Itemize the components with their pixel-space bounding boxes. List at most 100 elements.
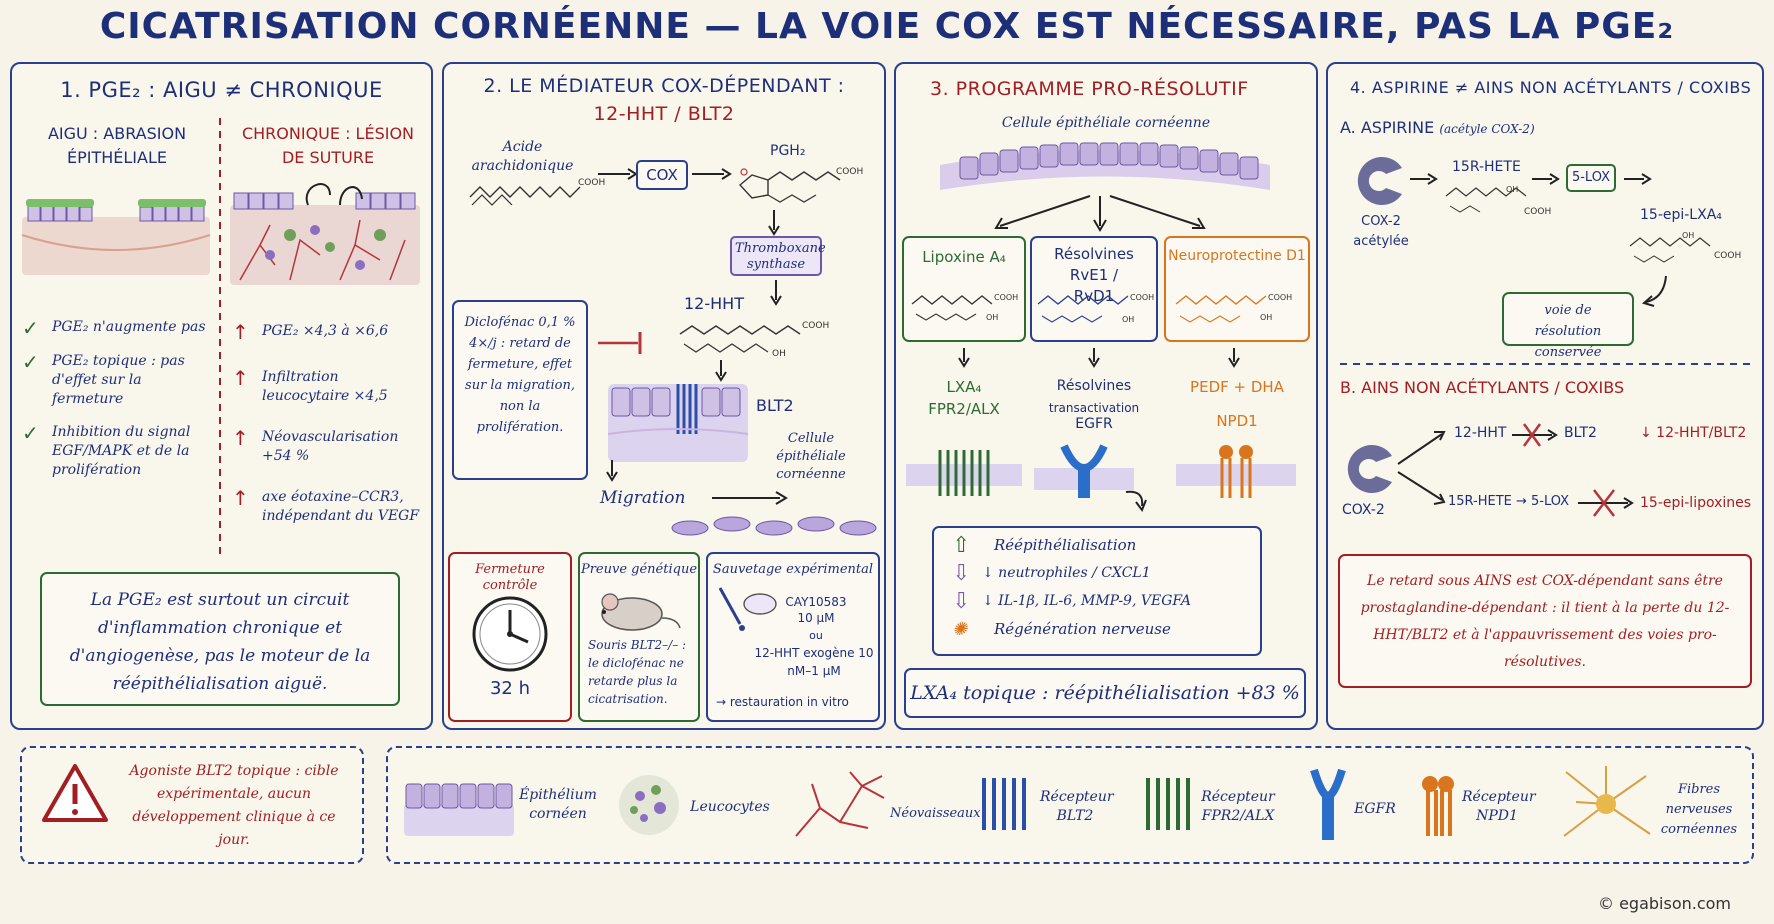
arrow-up-icon: ↑ — [232, 320, 249, 344]
12hht-label: 12-HHT — [684, 294, 744, 313]
b-title: B. AINS NON ACÉTYLANTS / COXIBS — [1340, 378, 1625, 397]
warning-text: Agoniste BLT2 topique : cible expériment… — [129, 763, 339, 848]
svg-text:COOH: COOH — [578, 178, 605, 188]
arrow-cox2-to-hete — [1410, 173, 1438, 185]
a-subtitle: (acétyle COX-2) — [1439, 122, 1535, 136]
svg-text:COOH: COOH — [1714, 251, 1741, 261]
branch-arrows-b — [1397, 431, 1446, 505]
blocked-arrow-blt2 — [1512, 423, 1558, 447]
svg-text:COOH: COOH — [836, 167, 863, 177]
effect-item: ⇩↓ IL-1β, IL-6, MMP-9, VEGFA — [952, 589, 1191, 614]
svg-text:OH: OH — [772, 349, 786, 359]
arrow-to-cox — [598, 168, 638, 180]
nerve-icon: ✺ — [952, 619, 968, 640]
arrow-up-icon: ↑ — [232, 486, 249, 510]
rescue-title: Sauvetage expérimental — [712, 562, 874, 577]
branch-arrows — [994, 195, 1206, 232]
legend-blt2: Récepteur BLT2 — [1040, 789, 1114, 824]
arrow-to-thromboxane — [768, 210, 780, 236]
pgh2-label: PGH₂ — [770, 143, 806, 159]
separator-dashed — [1340, 363, 1750, 365]
lxa4-label: LXA₄ — [946, 378, 982, 396]
svg-text:OH: OH — [1122, 315, 1134, 324]
arrow-resolvins — [1088, 348, 1100, 368]
legend-egfr-icon — [1310, 768, 1346, 840]
blt2-label: BLT2 — [756, 396, 794, 415]
inhibition-icon — [598, 332, 642, 354]
lox-box: 5-LOX — [1566, 164, 1616, 192]
acute-abrasion-illustration — [21, 199, 211, 275]
effects-box — [932, 526, 1262, 656]
migration-arrow — [712, 491, 788, 505]
arrow-to-blt2 — [715, 360, 727, 382]
closure-value: 32 h — [489, 678, 531, 699]
effect-item: ✺Régénération nerveuse — [952, 619, 1171, 640]
npd1-label: NPD1 — [1216, 412, 1258, 430]
legend-neovessels: Néovaisseaux — [890, 806, 981, 821]
arrow-up-icon: ↑ — [232, 426, 249, 450]
page-title: CICATRISATION CORNÉENNE — LA VOIE COX ES… — [99, 6, 1675, 47]
acute-list: ✓PGE₂ n'augmente pas ✓PGE₂ topique : pas… — [22, 318, 212, 480]
cox2-acetyl-label: COX-2 acétylée — [1353, 214, 1409, 249]
epithelium-illustration — [940, 142, 1270, 190]
cox2-label: COX-2 — [1342, 502, 1385, 518]
resolvins-box — [1030, 236, 1158, 342]
panel4-conclusion: Le retard sous AINS est COX-dépendant sa… — [1338, 554, 1752, 688]
panel1-title: 1. PGE₂ : AIGU ≠ CHRONIQUE — [60, 78, 383, 102]
svg-text:COOH: COOH — [802, 321, 829, 331]
acute-item: ✓PGE₂ topique : pas d'effet sur la ferme… — [22, 350, 185, 407]
divider-dashed — [219, 118, 221, 558]
blocked-arrow-lipoxins — [1578, 489, 1634, 517]
epi-lxa4-label: 15-epi-LXA₄ — [1640, 207, 1722, 223]
cornea-cell-label: Cellule épithéliale cornéenne — [1001, 115, 1211, 131]
panel2-title-line1: 2. LE MÉDIATEUR COX-DÉPENDANT : — [483, 75, 845, 97]
legend-epithelium-icon — [404, 783, 514, 836]
arrow-lxa4 — [958, 348, 970, 368]
resolvins-label: Résolvines RvE1 / RvD1 — [1054, 245, 1134, 305]
rescue-or: ou — [809, 629, 823, 642]
rescue-box — [706, 552, 880, 722]
legend-npd1: Récepteur NPD1 — [1462, 789, 1536, 824]
hete-label: 15R-HETE — [1452, 159, 1521, 175]
hete-lox-label: 15R-HETE → 5-LOX — [1448, 494, 1570, 509]
clock-icon — [472, 596, 548, 672]
rescue-result: → restauration in vitro — [716, 695, 849, 709]
chronic-suture-illustration — [230, 183, 420, 285]
chronic-item: ↑PGE₂ ×4,3 à ×6,6 — [232, 320, 389, 344]
effect-item: ⇧Réépithélialisation — [952, 533, 1137, 558]
legend-leukocytes: Leucocytes — [690, 799, 770, 815]
b-hht-label: 12-HHT — [1454, 425, 1507, 441]
acute-label: AIGU : ABRASION ÉPITHÉLIALE — [47, 124, 187, 167]
chronic-item: ↑Infiltration leucocytaire ×4,5 — [232, 366, 388, 404]
npd-label: Neuroprotectine D1 — [1168, 248, 1306, 264]
svg-text:OH: OH — [986, 313, 998, 322]
a-title-text: A. ASPIRINE — [1340, 118, 1435, 137]
pipette-dish-icon — [718, 587, 777, 631]
closure-title: Fermeture contrôle — [475, 562, 545, 593]
legend-epithelium: Épithélium cornéen — [519, 787, 597, 822]
check-icon: ✓ — [22, 316, 39, 340]
legend-neovessel-icon — [795, 771, 885, 837]
egfr-label: EGFR — [1075, 416, 1113, 432]
npd-box — [1164, 236, 1310, 342]
rescue-line2: 12-HHT exogène 10 nM–1 µM — [754, 646, 874, 678]
svg-text:OH: OH — [1260, 313, 1272, 322]
lipoxin-box — [902, 236, 1026, 342]
svg-text:COOH: COOH — [994, 293, 1018, 302]
b-blt2-label: BLT2 — [1564, 425, 1597, 441]
genetic-title: Preuve génétique — [580, 562, 698, 577]
arrow-down-icon: ⇩ — [952, 561, 971, 586]
arrow-down-icon: ⇩ — [952, 589, 971, 614]
thromboxane-synthase-box: Thromboxane synthase — [730, 236, 826, 276]
panel4-title: 4. ASPIRINE ≠ AINS NON ACÉTYLANTS / COXI… — [1350, 78, 1752, 97]
egfr-receptor-illustration — [1034, 444, 1147, 513]
chronic-list: ↑PGE₂ ×4,3 à ×6,6 ↑Infiltration leucocyt… — [232, 322, 428, 526]
genetic-box — [578, 552, 700, 722]
acute-item: ✓Inhibition du signal EGF/MAPK et de la … — [22, 421, 191, 478]
warning-icon — [42, 764, 108, 822]
arrow-up-icon: ⇧ — [952, 533, 971, 558]
arrow-to-12hht — [770, 280, 782, 306]
